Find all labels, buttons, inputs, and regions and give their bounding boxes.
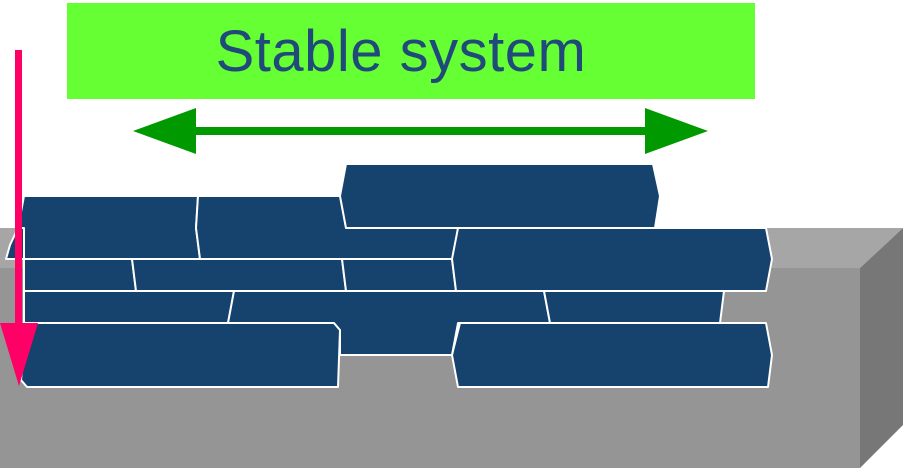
stone [23,258,137,292]
stone [339,163,661,229]
stone [451,322,773,388]
down-arrow-icon [0,50,38,386]
title-banner: Stable system [67,3,755,99]
stone [23,290,235,324]
ground-side-face [860,228,903,468]
stone-wall [5,163,773,388]
stone [17,195,201,260]
stone [20,322,341,388]
double-headed-arrow-icon [133,108,708,154]
stone [131,258,347,292]
title-text: Stable system [215,18,587,84]
stone [341,258,457,292]
stone [451,227,773,292]
stone [543,290,725,324]
